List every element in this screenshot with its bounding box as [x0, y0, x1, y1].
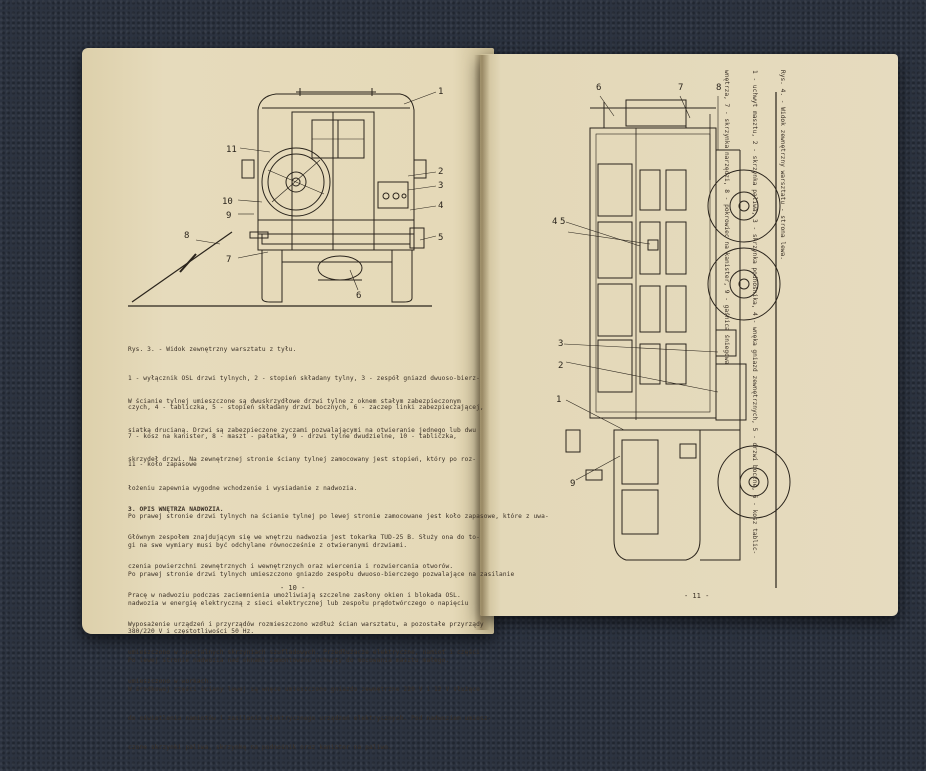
page-number-right: - 11 - — [684, 592, 710, 600]
svg-text:8: 8 — [716, 83, 721, 93]
book-gutter — [474, 55, 490, 630]
caption-line: 1 - uchwyt masztu, 2 - skrzynka paliwa, … — [750, 70, 758, 555]
caption-line: czych, 4 - tabliczka, 5 - stopień składa… — [128, 403, 484, 411]
figure-4-caption: Rys. 4. - Widok zewnętrzny warsztatu - s… — [703, 70, 806, 590]
section-line: Głównym zespołem znajdującym się we wnęt… — [128, 534, 480, 542]
svg-text:6: 6 — [356, 291, 361, 301]
caption-line: 7 - kosz na kanister, 8 - maszt - pałatk… — [128, 432, 457, 440]
rear-view-illustration: 1 2 3 4 5 6 7 8 9 10 11 — [128, 87, 443, 307]
caption-line: Rys. 4. - Widok zewnętrzny warsztatu - s… — [779, 70, 787, 260]
svg-text:2: 2 — [558, 361, 563, 371]
right-page — [480, 54, 898, 616]
paragraph-line: łożeniu zapewnia wygodne wchodzenie i wy… — [128, 484, 358, 492]
side-view-illustration: 1 2 3 4 5 6 7 8 9 — [552, 83, 791, 588]
svg-text:1: 1 — [556, 395, 561, 405]
figure-3-caption: Rys. 3. - Widok zewnętrzny warsztatu z t… — [128, 326, 484, 489]
svg-text:9: 9 — [570, 479, 575, 489]
left-page — [82, 48, 494, 634]
section-heading: 3. OPIS WNĘTRZA NADWOZIA. — [128, 506, 224, 513]
page-number-left: - 10 - — [280, 584, 306, 592]
svg-text:11: 11 — [226, 145, 237, 155]
paragraph-line: W środkowej części ściany lewej są wnęce… — [128, 686, 480, 693]
caption-line: wnętrza, 7 - skrzynka narzędzi, 8 - pokr… — [722, 70, 730, 365]
svg-text:4: 4 — [438, 201, 443, 211]
svg-text:8: 8 — [184, 231, 189, 241]
section-line: umieszczono w specjalnych skrzyniach szu… — [128, 649, 480, 657]
caption-line: 11 - koło zapasowe — [128, 461, 197, 469]
caption-line: Rys. 3. - Widok zewnętrzny warsztatu z t… — [128, 346, 297, 354]
svg-text:5: 5 — [438, 233, 443, 243]
svg-text:9: 9 — [226, 211, 231, 221]
paragraph-line: nadwozia w energię elektryczną z sieci e… — [128, 599, 469, 607]
paragraph-line: W ścianie tylnej umieszczone są dwuskrzy… — [128, 398, 461, 406]
section-line: Pracę w nadwoziu podczas zaciemnienia um… — [128, 591, 461, 599]
svg-text:3: 3 — [438, 181, 443, 191]
paragraph-line: siatką drucianą. Drzwi są zabezpieczone … — [128, 426, 477, 434]
section-paragraph: Głównym zespołem znajdującym się we wnęt… — [128, 514, 484, 706]
paragraph-line: do oświetlenia namiotów i zasilania elek… — [128, 714, 492, 722]
paragraph-line: Po prawej stronie drzwi tylnych umieszcz… — [128, 570, 515, 578]
paragraph-line: gi na swe wymiary musi być odchylane rów… — [128, 542, 408, 550]
caption-line: 1 - wyłącznik OSL drzwi tylnych, 2 - sto… — [128, 374, 480, 382]
section-line: czenia powierzchni zewnętrznych i wewnęt… — [128, 562, 454, 570]
svg-text:6: 6 — [596, 83, 601, 93]
photo-scene: 1 2 3 4 5 6 7 8 9 10 11 — [82, 48, 898, 751]
section-line: umieszczono w workach. — [128, 678, 213, 686]
svg-text:5: 5 — [560, 217, 565, 227]
svg-text:10: 10 — [222, 197, 233, 207]
paragraph-line: czone skrzynki paliwa, skrzynkę na podno… — [128, 743, 392, 751]
paragraph-line: Po lewej stronie nadwozia nad oknami zam… — [128, 657, 450, 665]
paragraph-line: Po prawej stronie drzwi tylnych na ścian… — [128, 513, 549, 521]
paragraph-line: skrzydeł drzwi. Na zewnętrznej stronie ś… — [128, 455, 477, 463]
section-line: Wyposażenie urządzeń i przyrządów rozmie… — [128, 620, 484, 628]
svg-text:7: 7 — [678, 83, 683, 93]
svg-text:2: 2 — [438, 167, 443, 177]
svg-text:4: 4 — [552, 217, 557, 227]
paragraph-line: 380/220 V i częstotliwości 50 Hz. — [128, 628, 255, 636]
svg-text:3: 3 — [558, 339, 563, 349]
svg-text:7: 7 — [226, 255, 231, 265]
svg-text:1: 1 — [438, 87, 443, 97]
